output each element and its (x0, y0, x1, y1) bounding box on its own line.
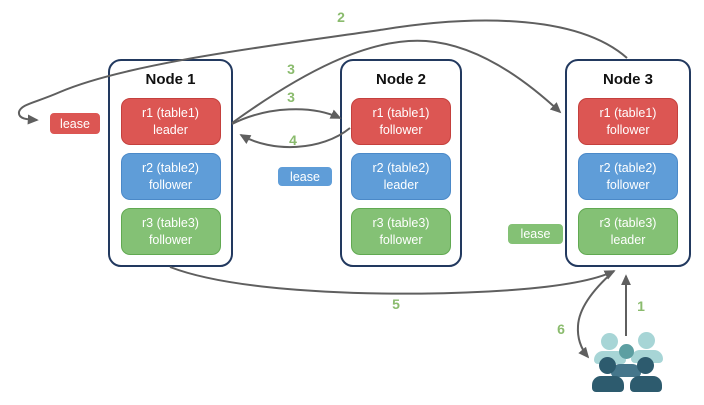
replica-box-node3-r2: r2 (table2) follower (578, 153, 678, 200)
replica-box-node3-r3: r3 (table3) leader (578, 208, 678, 255)
replica-box-node2-r1: r1 (table1) follower (351, 98, 451, 145)
arrow-step-5 (169, 266, 616, 295)
replica-box-node2-r3: r3 (table3) follower (351, 208, 451, 255)
person-torso (592, 376, 624, 392)
replica-role: follower (148, 177, 193, 192)
replica-name: r2 (table2) (599, 161, 657, 176)
node-1: Node 1 r1 (table1) leader r2 (table2) fo… (108, 59, 233, 267)
person-head (599, 357, 616, 374)
person-head (601, 333, 618, 350)
step-label-1: 1 (637, 298, 645, 314)
person-head (638, 332, 655, 349)
arrow-step-3-short (231, 108, 342, 125)
replica-role: follower (606, 122, 650, 137)
node-3: Node 3 r1 (table1) follower r2 (table2) … (565, 59, 691, 267)
person-torso (611, 364, 641, 377)
step-label-3b: 3 (287, 89, 295, 105)
person-head (619, 344, 634, 359)
replica-box-node1-r1: r1 (table1) leader (120, 98, 221, 145)
step-label-4: 4 (289, 132, 297, 148)
replica-name: r3 (table3) (142, 216, 199, 231)
replica-name: r3 (table3) (372, 216, 430, 231)
replica-name: r1 (table1) (599, 106, 657, 121)
step-label-3a: 3 (287, 61, 295, 77)
person-head (637, 357, 654, 374)
replica-role: follower (148, 232, 193, 247)
node-title: Node 3 (602, 71, 653, 88)
replica-role: follower (606, 177, 650, 192)
replica-role: leader (383, 177, 419, 192)
replica-box-node2-r2: r2 (table2) leader (351, 153, 451, 200)
step-label-5: 5 (392, 296, 400, 312)
replica-role: leader (610, 232, 646, 247)
lease-badge-table3: lease (507, 223, 564, 245)
replica-role: leader (153, 122, 188, 137)
step-label-2: 2 (337, 9, 345, 25)
replica-box-node1-r2: r2 (table2) follower (120, 153, 221, 200)
replica-name: r1 (table1) (372, 106, 430, 121)
lease-badge-table2: lease (277, 166, 333, 187)
node-title: Node 2 (375, 71, 426, 88)
replica-role: follower (379, 122, 423, 137)
step-label-6: 6 (557, 321, 565, 337)
replica-name: r2 (table2) (142, 161, 199, 176)
replica-name: r3 (table3) (599, 216, 657, 231)
node-title: Node 1 (145, 71, 196, 88)
replica-box-node3-r1: r1 (table1) follower (578, 98, 678, 145)
lease-badge-table1: lease (49, 112, 101, 135)
node-2: Node 2 r1 (table1) follower r2 (table2) … (340, 59, 462, 267)
person-torso (630, 376, 662, 392)
replica-name: r1 (table1) (142, 106, 199, 121)
replica-box-node1-r3: r3 (table3) follower (120, 208, 221, 255)
replica-role: follower (379, 232, 423, 247)
replica-name: r2 (table2) (372, 161, 430, 176)
